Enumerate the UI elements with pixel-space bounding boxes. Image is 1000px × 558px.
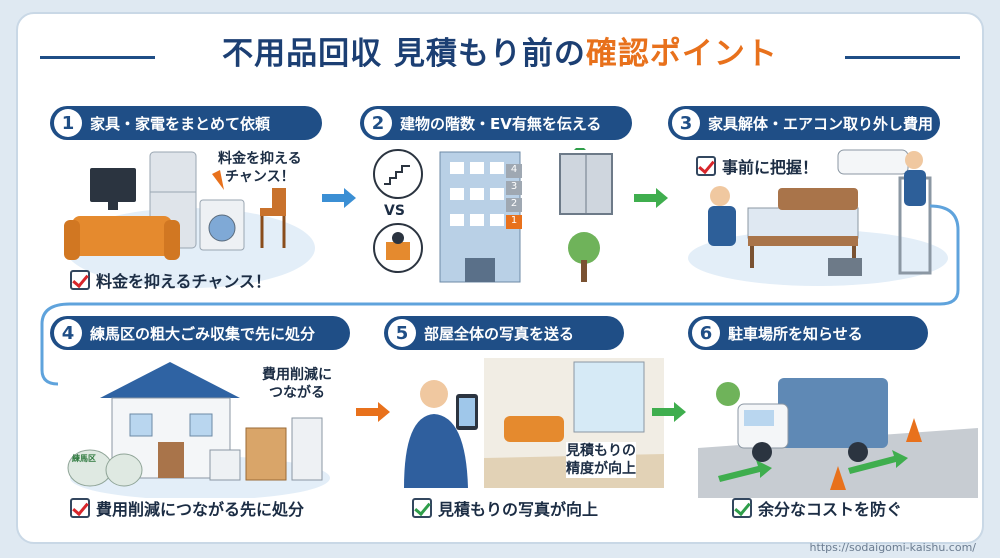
panel-5-note: 見積もりの精度が向上 [566, 442, 636, 478]
panel-6-number: 6 [692, 319, 720, 347]
panel-4-label: 練馬区の粗大ごみ収集で先に処分 [90, 324, 316, 343]
toolbox-icon [828, 258, 862, 276]
person-icon [420, 380, 448, 408]
panel-4: 4 練馬区の粗大ごみ収集で先に処分 費用削減につながる 練馬区 費用削減につなが… [50, 316, 350, 519]
dismantling-scene-illustration [688, 149, 948, 286]
panel-1-note: 料金を抑えるチャンス！ [218, 151, 302, 185]
panel-1-check: 料金を抑えるチャンス！ [70, 268, 271, 292]
panel-6-badge: 6 駐車場所を知らせる [688, 316, 928, 350]
panel-3-number: 3 [672, 109, 700, 137]
panel-2: 2 建物の階数・EV有無を伝える VS 4 3 2 1 [360, 106, 660, 306]
chair-icon [260, 208, 286, 216]
aircon-icon [837, 149, 909, 175]
floor-marker-active: 1 [506, 215, 522, 229]
fridge-icon [291, 417, 323, 481]
sofa-icon [72, 216, 172, 256]
exclaim-icon [212, 170, 224, 190]
panel-5-check: 見積もりの写真が向上 [412, 496, 598, 520]
arrow-right-icon [634, 188, 668, 208]
garbage-truck-icon [778, 378, 888, 448]
parking-scene-illustration [698, 378, 978, 498]
panel-6-check-text: 余分なコストを防ぐ [758, 500, 903, 519]
panel-5: 5 部屋全体の写真を送る 見積もりの精度が向上 見積もりの写真が向上 [384, 316, 684, 519]
panel-1-badge: 1 家具・家電をまとめて依頼 [50, 106, 322, 140]
panel-5-check-text: 見積もりの写真が向上 [438, 500, 599, 519]
title-block: 不用品回収 見積もり前の確認ポイント [0, 30, 1000, 78]
floor-marker: 4 [506, 164, 522, 178]
panel-5-badge: 5 部屋全体の写真を送る [384, 316, 624, 350]
photo-scene-illustration [404, 358, 664, 488]
panel-1-check-text: 料金を抑えるチャンス！ [96, 272, 272, 291]
panel-6: 6 駐車場所を知らせる 余分なコストを防ぐ [688, 316, 988, 519]
panel-4-badge: 4 練馬区の粗大ごみ収集で先に処分 [50, 316, 350, 350]
green-arrow-icon [848, 450, 908, 474]
panel-3-check: 事前に把握！ [696, 154, 818, 178]
footer-url: https://sodaigomi-kaishu.com/ [809, 541, 976, 554]
floor-marker: 2 [506, 198, 522, 212]
panel-4-check: 費用削減につながる先に処分 [70, 496, 304, 520]
panel-5-label: 部屋全体の写真を送る [424, 324, 575, 343]
panel-3-badge: 3 家具解体・エアコン取り外し費用 [668, 106, 940, 140]
bed-icon [747, 207, 859, 239]
stairs-icon [373, 149, 423, 199]
sofa-icon [504, 416, 564, 442]
house-icon [100, 362, 240, 398]
checkbox-icon [696, 156, 716, 176]
checkbox-icon [70, 498, 90, 518]
washer-icon [209, 449, 241, 481]
panel-3-check-text: 事前に把握！ [722, 158, 819, 177]
arrow-right-icon [652, 402, 686, 422]
vs-label: VS [384, 203, 405, 219]
tree-icon [716, 382, 740, 406]
arrow-right-icon [322, 188, 356, 208]
window-icon [573, 361, 645, 433]
title-accent: 確認ポイント [585, 36, 778, 72]
panel-2-badge: 2 建物の階数・EV有無を伝える [360, 106, 632, 140]
flow-connector [40, 204, 960, 386]
panel-1-number: 1 [54, 109, 82, 137]
title-rule-left [40, 56, 155, 59]
title-main: 不用品回収 見積もり前の [222, 36, 586, 72]
arrow-right-icon [356, 402, 390, 422]
panel-4-check-text: 費用削減につながる先に処分 [96, 500, 305, 519]
traffic-cone-icon [830, 466, 846, 490]
checkbox-icon [732, 498, 752, 518]
tv-icon [90, 168, 136, 202]
panel-6-check: 余分なコストを防ぐ [732, 496, 902, 520]
panel-2-label: 建物の階数・EV有無を伝える [400, 114, 602, 133]
green-arrow-icon [718, 460, 772, 482]
floor-markers: 4 3 2 1 [506, 164, 522, 229]
panel-4-number: 4 [54, 319, 82, 347]
checkbox-icon [70, 270, 90, 290]
box-stack-icon [245, 427, 287, 481]
title-rule-right [845, 56, 960, 59]
panel-1: 1 家具・家電をまとめて依頼 料金を抑えるチャンス！ 料金を抑えるチャンス！ [50, 106, 350, 306]
panel-2-number: 2 [364, 109, 392, 137]
floor-marker: 3 [506, 181, 522, 195]
checkbox-icon [412, 498, 432, 518]
panel-6-label: 駐車場所を知らせる [728, 324, 863, 343]
panel-1-label: 家具・家電をまとめて依頼 [90, 114, 271, 133]
bag-label: 練馬区 [72, 454, 96, 463]
page-title: 不用品回収 見積もり前の確認ポイント [0, 30, 1000, 78]
panel-3: 3 家具解体・エアコン取り外し費用 事前に把握！ [668, 106, 968, 306]
furniture-scene-illustration [64, 151, 315, 288]
panel-3-label: 家具解体・エアコン取り外し費用 [708, 114, 934, 133]
tree-icon [568, 232, 600, 264]
panel-5-number: 5 [388, 319, 416, 347]
worker-icon [710, 186, 730, 206]
traffic-cone-icon [906, 418, 922, 442]
panel-4-note: 費用削減につながる [262, 367, 332, 401]
house-scene-illustration [67, 362, 330, 498]
garbage-bag-icon [105, 453, 143, 487]
